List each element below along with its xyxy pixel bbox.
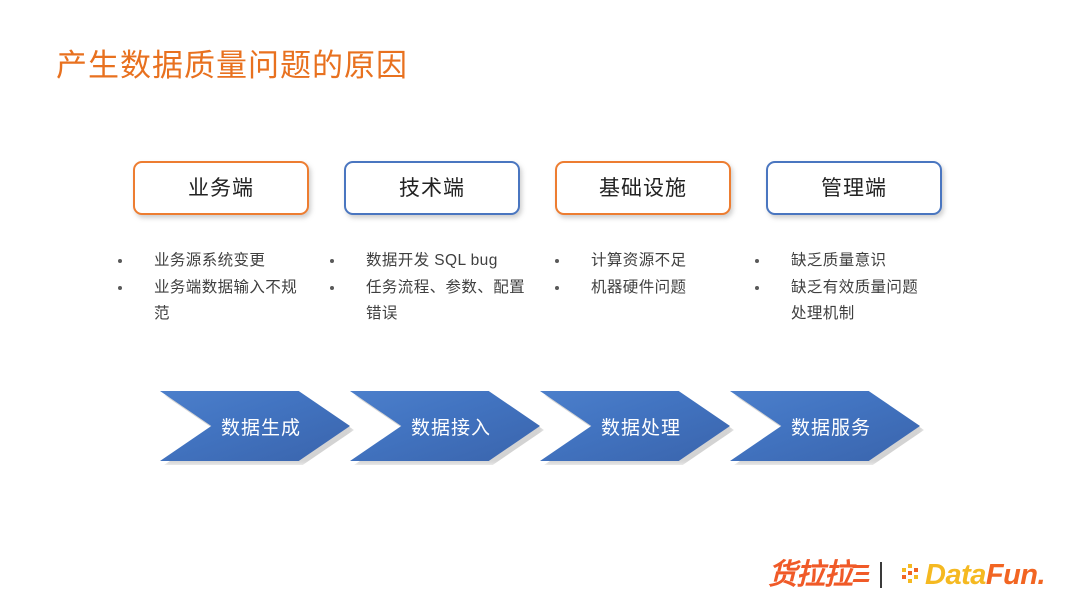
list-item: 任务流程、参数、配置错误 (322, 275, 537, 327)
pipeline-step-label: 数据服务 (790, 417, 871, 439)
datafun-logo: Data Fun. (902, 558, 1046, 591)
pipeline-arrow-row: 数据生成 数据接入 数据处理 数据服务 (160, 391, 924, 465)
list-item: 业务源系统变更 (110, 248, 310, 274)
logo-divider (880, 562, 883, 588)
pipeline-step-label: 数据接入 (410, 417, 491, 439)
category-label: 技术端 (399, 176, 465, 200)
category-box-technical[interactable]: 技术端 (344, 161, 520, 215)
page-title: 产生数据质量问题的原因 (56, 48, 408, 83)
pipeline-step-label: 数据生成 (220, 417, 301, 439)
list-item: 缺乏质量意识 (747, 248, 932, 274)
list-item: 业务端数据输入不规范 (110, 275, 310, 327)
list-item: 机器硬件问题 (547, 275, 737, 301)
bullet-column-infrastructure: 计算资源不足 机器硬件问题 (547, 248, 737, 302)
list-item: 数据开发 SQL bug (322, 248, 537, 274)
pipeline-step-generation[interactable]: 数据生成 (160, 391, 354, 465)
pipeline-step-ingestion[interactable]: 数据接入 (350, 391, 544, 465)
category-label: 管理端 (821, 176, 887, 200)
footer-logos: 货拉拉 Data Fun. (768, 552, 1058, 598)
datafun-logo-text-data: Data (925, 558, 986, 591)
pipeline-step-service[interactable]: 数据服务 (730, 391, 924, 465)
bullet-columns: 业务源系统变更 业务端数据输入不规范 数据开发 SQL bug 任务流程、参数、… (110, 248, 990, 358)
list-item: 计算资源不足 (547, 248, 737, 274)
huolala-logo-text: 货拉拉 (768, 558, 853, 591)
list-item: 缺乏有效质量问题处理机制 (747, 275, 932, 327)
category-box-business[interactable]: 业务端 (133, 161, 309, 215)
category-box-management[interactable]: 管理端 (766, 161, 942, 215)
huolala-logo: 货拉拉 (768, 558, 870, 591)
pipeline-step-processing[interactable]: 数据处理 (540, 391, 734, 465)
datafun-logo-text-fun: Fun. (985, 558, 1046, 591)
pipeline-step-label: 数据处理 (600, 417, 681, 439)
bullet-column-management: 缺乏质量意识 缺乏有效质量问题处理机制 (747, 248, 932, 328)
bullet-column-business: 业务源系统变更 业务端数据输入不规范 (110, 248, 310, 328)
speed-lines-icon (852, 564, 870, 587)
datafun-dots-icon (902, 564, 924, 586)
category-box-row: 业务端 技术端 基础设施 管理端 (133, 161, 953, 217)
bullet-column-technical: 数据开发 SQL bug 任务流程、参数、配置错误 (322, 248, 537, 328)
category-label: 业务端 (188, 176, 254, 200)
category-box-infrastructure[interactable]: 基础设施 (555, 161, 731, 215)
category-label: 基础设施 (599, 176, 687, 200)
